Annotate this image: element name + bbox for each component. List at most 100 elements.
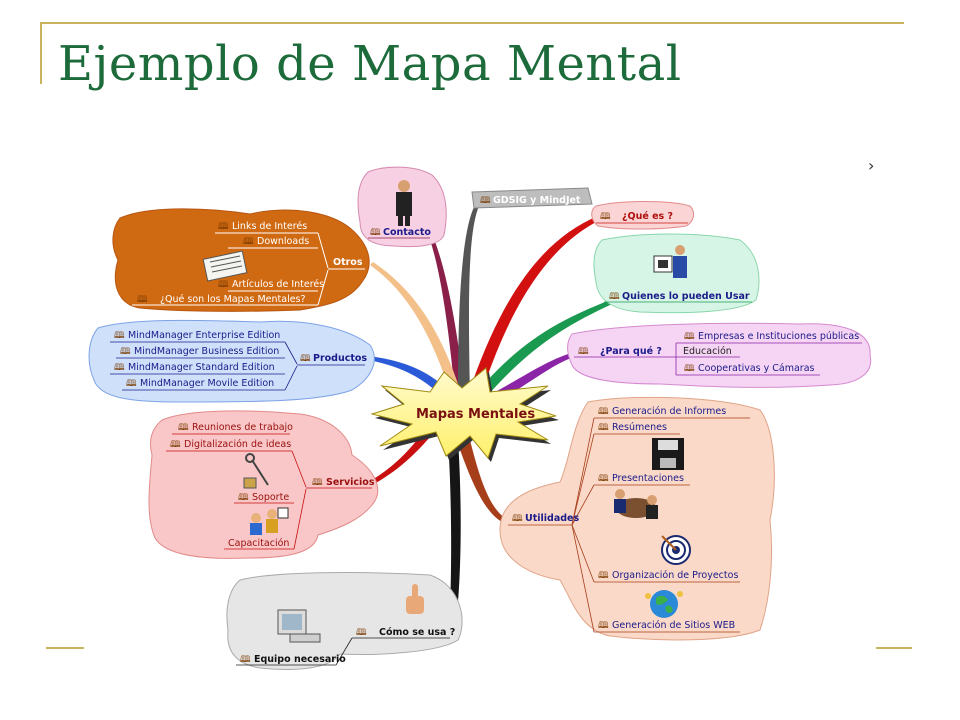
central-node: Mapas Mentales (370, 367, 559, 462)
productos-label[interactable]: Productos (313, 353, 367, 364)
businessman-phone-icon (396, 180, 412, 226)
utilidades-cloud-shape (499, 396, 775, 641)
branch-como (448, 440, 461, 630)
servicios-cloud: 🕮 Reuniones de trabajo 🕮 Digitalización … (148, 410, 379, 559)
otros-item-articulos[interactable]: Artículos de Interés (232, 279, 324, 290)
contacto-cloud: 🕮 Contacto (357, 166, 447, 248)
frame-left-line (40, 22, 42, 84)
utilidades-cloud: 🕮 Utilidades 🕮 Generación de Informes 🕮 … (499, 396, 775, 641)
contacto-label[interactable]: Contacto (383, 227, 431, 238)
book-icon: 🕮 (238, 493, 249, 503)
para-que-item-empresas[interactable]: Empresas e Instituciones públicas (698, 331, 859, 342)
book-icon: 🕮 (312, 478, 323, 488)
meeting-people-icon (614, 489, 658, 519)
frame-bottom-right-line (876, 647, 912, 649)
gdsig-shape (471, 187, 593, 209)
utilidades-item-proyectos[interactable]: Organización de Proyectos (612, 570, 738, 581)
utilidades-label[interactable]: Utilidades (525, 513, 579, 524)
newspaper-icon (202, 250, 248, 282)
otros-item-links[interactable]: Links de Interés (232, 221, 307, 232)
equipo-necesario-label[interactable]: Equipo necesario (254, 654, 346, 665)
utilidades-item-informes[interactable]: Generación de Informes (612, 406, 726, 417)
servicios-item-digitalizacion[interactable]: Digitalización de ideas (184, 439, 291, 450)
book-icon: 🕮 (243, 237, 254, 247)
que-es-cloud-shape (591, 201, 694, 230)
servicios-item-reuniones[interactable]: Reuniones de trabajo (192, 422, 293, 433)
servicios-cloud-shape (148, 410, 379, 559)
slide-title: Ejemplo de Mapa Mental (58, 36, 682, 92)
utilidades-item-sitios-web[interactable]: Generación de Sitios WEB (612, 620, 735, 631)
floppy-disk-icon (652, 438, 684, 470)
book-icon: 🕮 (609, 292, 620, 302)
book-icon: 🕮 (218, 222, 229, 232)
book-icon: 🕮 (240, 655, 251, 665)
book-icon: 🕮 (170, 440, 181, 450)
otros-item-que-son[interactable]: ¿Qué son los Mapas Mentales? (160, 294, 306, 305)
utilidades-item-presentaciones[interactable]: Presentaciones (612, 473, 684, 484)
utilidades-item-resumenes[interactable]: Resúmenes (612, 422, 667, 433)
productos-item-business[interactable]: MindManager Business Edition (134, 346, 279, 357)
gdsig-label[interactable]: GDSIG y MindJet (493, 195, 581, 206)
productos-cloud-shape (88, 319, 375, 403)
otros-cloud: 🕮 Links de Interés 🕮 Downloads 🕮 Artícul… (112, 208, 370, 312)
book-icon: 🕮 (370, 228, 381, 238)
para-que-cloud: 🕮 ¿Para qué ? 🕮 Empresas e Instituciones… (567, 322, 872, 388)
book-icon: 🕮 (356, 628, 367, 638)
book-icon: 🕮 (684, 332, 695, 342)
computer-icon (277, 609, 321, 643)
book-icon: 🕮 (218, 280, 229, 290)
que-es-node: 🕮 ¿Qué es ? (591, 201, 694, 230)
para-que-item-cooperativas[interactable]: Cooperativas y Cámaras (698, 363, 815, 374)
frame-bottom-left-line (46, 647, 84, 649)
branch-gdsig (458, 205, 479, 395)
book-icon: 🕮 (598, 571, 609, 581)
book-icon: 🕮 (598, 474, 609, 484)
quienes-cloud: 🕮 Quienes lo pueden Usar (593, 233, 760, 314)
book-icon: 🕮 (578, 347, 589, 357)
servicios-item-capacitacion[interactable]: Capacitación (228, 538, 289, 549)
central-star (370, 367, 557, 460)
globe-icon (645, 590, 683, 618)
frame-top-line (40, 22, 904, 24)
book-icon: 🕮 (137, 295, 148, 305)
support-tools-icon (243, 453, 269, 489)
productos-item-standard[interactable]: MindManager Standard Edition (128, 362, 275, 373)
como-cloud-shape (226, 572, 463, 670)
gdsig-node: 🕮 GDSIG y MindJet (471, 187, 593, 209)
book-icon: 🕮 (114, 363, 125, 373)
book-icon: 🕮 (120, 347, 131, 357)
productos-item-enterprise[interactable]: MindManager Enterprise Edition (128, 330, 280, 341)
quienes-label[interactable]: Quienes lo pueden Usar (622, 291, 750, 302)
otros-item-downloads[interactable]: Downloads (257, 236, 309, 247)
book-icon: 🕮 (598, 423, 609, 433)
book-icon: 🕮 (480, 196, 491, 206)
branch-utilidades (458, 440, 508, 524)
otros-label[interactable]: Otros (333, 257, 363, 268)
book-icon: 🕮 (126, 379, 137, 389)
presenter-icon (653, 245, 687, 278)
book-icon: 🕮 (598, 621, 609, 631)
productos-cloud: 🕮 MindManager Enterprise Edition 🕮 MindM… (88, 319, 375, 403)
chevron-right-icon[interactable]: › (868, 156, 875, 175)
para-que-cloud-shape (567, 322, 872, 388)
branch-contacto (430, 239, 465, 395)
para-que-label[interactable]: ¿Para qué ? (600, 346, 662, 357)
servicios-item-soporte[interactable]: Soporte (252, 492, 289, 503)
thumbs-up-icon (406, 584, 424, 614)
productos-item-movile[interactable]: MindManager Movile Edition (140, 378, 274, 389)
book-icon: 🕮 (178, 423, 189, 433)
para-que-item-educacion[interactable]: Educación (683, 346, 732, 357)
training-people-icon (250, 507, 289, 535)
book-icon: 🕮 (600, 212, 611, 222)
book-icon: 🕮 (598, 407, 609, 417)
como-se-usa-label[interactable]: Cómo se usa ? (379, 627, 455, 638)
book-icon: 🕮 (684, 364, 695, 374)
book-icon: 🕮 (512, 514, 523, 524)
target-icon (661, 535, 691, 565)
servicios-label[interactable]: Servicios (326, 477, 375, 488)
book-icon: 🕮 (114, 331, 125, 341)
que-es-label[interactable]: ¿Qué es ? (622, 211, 673, 222)
como-se-usa-cloud: 🕮 Cómo se usa ? 🕮 Equipo necesario (226, 572, 463, 670)
central-topic[interactable]: Mapas Mentales (416, 407, 535, 422)
